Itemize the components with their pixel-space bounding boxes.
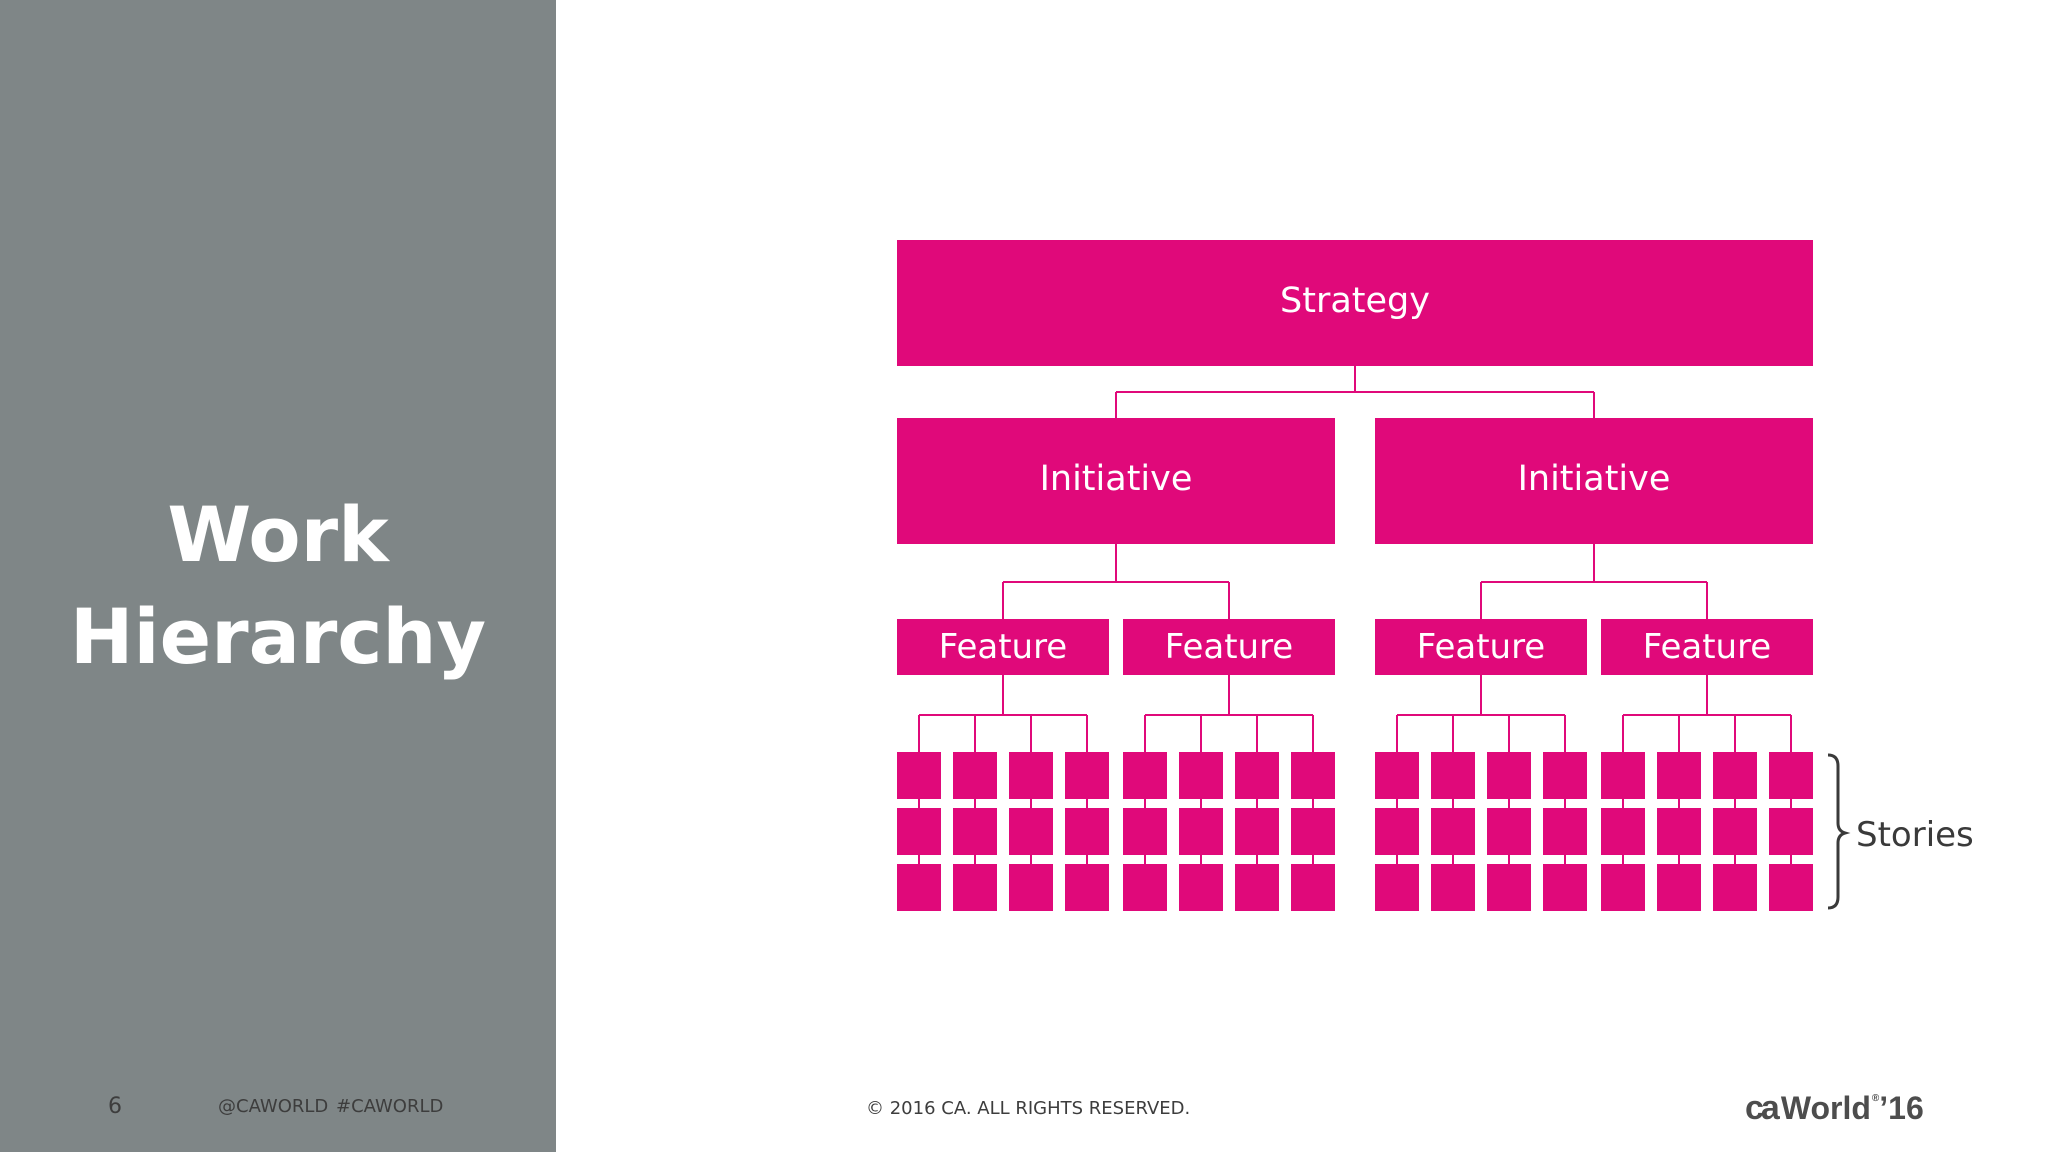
slide-title: Work Hierarchy <box>0 484 556 688</box>
story-box <box>1713 808 1757 855</box>
story-box <box>1601 864 1645 911</box>
twitter-handle: @CAWORLD <box>218 1096 329 1117</box>
story-box <box>1769 864 1813 911</box>
story-box <box>1657 864 1701 911</box>
story-box <box>1487 752 1531 799</box>
slide-title-line-1: Work <box>167 490 389 579</box>
story-box <box>1009 864 1053 911</box>
story-box <box>1123 752 1167 799</box>
story-box <box>1601 752 1645 799</box>
story-box <box>1179 752 1223 799</box>
ca-world-logo: ca World ® ’16 <box>1745 1088 1924 1128</box>
slide-title-line-2: Hierarchy <box>69 592 487 681</box>
story-box <box>897 752 941 799</box>
strategy-box <box>897 240 1813 366</box>
story-box <box>1713 752 1757 799</box>
initiative-label: Initiative <box>1040 459 1193 499</box>
story-box <box>1123 864 1167 911</box>
story-box <box>1179 864 1223 911</box>
logo-word: World <box>1780 1090 1871 1126</box>
story-box <box>1235 864 1279 911</box>
story-box <box>1431 864 1475 911</box>
story-box <box>1065 752 1109 799</box>
story-box <box>1543 752 1587 799</box>
feature-box <box>1375 619 1587 675</box>
story-box <box>1291 864 1335 911</box>
story-box <box>1375 752 1419 799</box>
initiative-label: Initiative <box>1518 459 1671 499</box>
story-box <box>1235 752 1279 799</box>
story-box <box>897 864 941 911</box>
story-box <box>1657 808 1701 855</box>
story-box <box>1065 808 1109 855</box>
story-box <box>1179 808 1223 855</box>
story-box <box>1657 752 1701 799</box>
story-box <box>1123 808 1167 855</box>
feature-box <box>1601 619 1813 675</box>
registered-mark: ® <box>1871 1093 1880 1104</box>
feature-label: Feature <box>1643 627 1771 667</box>
story-box <box>1009 752 1053 799</box>
story-box <box>1487 808 1531 855</box>
feature-label: Feature <box>939 627 1067 667</box>
story-box <box>1601 808 1645 855</box>
feature-label: Feature <box>1165 627 1293 667</box>
story-box <box>953 864 997 911</box>
story-box <box>1375 808 1419 855</box>
hashtag: #CAWORLD <box>336 1096 444 1117</box>
sidebar-panel: Work Hierarchy 6 @CAWORLD #CAWORLD <box>0 0 556 1152</box>
story-box <box>897 808 941 855</box>
copyright-notice: © 2016 CA. ALL RIGHTS RESERVED. <box>866 1098 1191 1119</box>
story-box <box>1431 808 1475 855</box>
story-box <box>1769 808 1813 855</box>
initiative-box <box>897 418 1335 544</box>
story-box <box>1487 864 1531 911</box>
story-box <box>1375 864 1419 911</box>
strategy-label: Strategy <box>1280 281 1430 321</box>
page-number: 6 <box>108 1094 122 1119</box>
story-box <box>1713 864 1757 911</box>
story-box <box>1543 808 1587 855</box>
story-box <box>953 808 997 855</box>
story-box <box>1431 752 1475 799</box>
feature-label: Feature <box>1417 627 1545 667</box>
story-box <box>1769 752 1813 799</box>
stories-label: Stories <box>1856 815 1974 855</box>
stories-brace <box>1827 753 1851 910</box>
story-box <box>1235 808 1279 855</box>
logo-year: ’16 <box>1879 1090 1924 1126</box>
story-box <box>1065 864 1109 911</box>
feature-box <box>1123 619 1335 675</box>
story-box <box>1291 808 1335 855</box>
story-box <box>1543 864 1587 911</box>
story-box <box>953 752 997 799</box>
stories-grid <box>897 752 1813 911</box>
initiative-box <box>1375 418 1813 544</box>
feature-box <box>897 619 1109 675</box>
story-box <box>1009 808 1053 855</box>
ca-logo-mark: ca <box>1745 1089 1780 1127</box>
story-box <box>1291 752 1335 799</box>
